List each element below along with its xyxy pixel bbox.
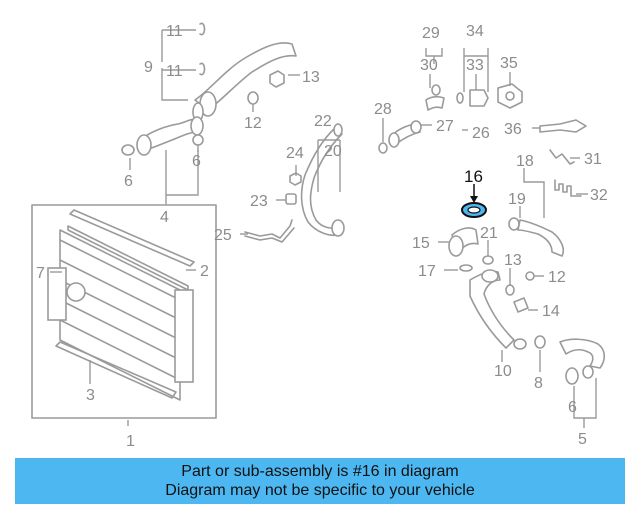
label-7: 7 (36, 265, 45, 282)
label-12a: 12 (244, 115, 262, 132)
label-6c: 6 (568, 399, 577, 416)
label-11b: 11 (166, 63, 183, 80)
label-35: 35 (500, 55, 518, 72)
label-22: 22 (314, 113, 332, 130)
label-18: 18 (516, 153, 534, 170)
label-9: 9 (144, 59, 153, 76)
label-20: 20 (324, 143, 342, 160)
label-34: 34 (466, 23, 484, 40)
center-hose-assembly (244, 123, 345, 243)
label-8: 8 (534, 375, 543, 392)
label-36: 36 (504, 121, 522, 138)
info-banner: Part or sub-assembly is #16 in diagram D… (15, 458, 625, 504)
label-4: 4 (160, 209, 169, 226)
label-6a: 6 (124, 173, 133, 190)
label-1: 1 (126, 433, 135, 450)
lower-right-components (448, 202, 606, 385)
label-29: 29 (422, 25, 440, 42)
label-11a: 11 (166, 23, 183, 40)
label-33: 33 (466, 57, 484, 74)
callout-labels: 1 2 3 4 5 6 6 6 7 8 9 10 11 11 12 12 13 … (36, 23, 608, 450)
leader-lines (50, 29, 597, 428)
label-30: 30 (420, 57, 438, 74)
banner-line-disclaimer: Diagram may not be specific to your vehi… (165, 482, 475, 499)
upper-right-components (378, 83, 587, 197)
upper-charge-pipe (121, 22, 297, 156)
label-24: 24 (286, 145, 304, 162)
label-16-highlighted: 16 (464, 167, 483, 186)
label-14: 14 (542, 303, 560, 320)
label-15: 15 (412, 235, 430, 252)
label-5: 5 (578, 431, 587, 448)
label-3: 3 (86, 387, 95, 404)
label-12b: 12 (548, 269, 566, 286)
label-19: 19 (508, 191, 526, 208)
label-6b: 6 (192, 153, 201, 170)
label-23: 23 (250, 193, 268, 210)
label-2: 2 (200, 263, 209, 280)
label-25: 25 (214, 227, 232, 244)
banner-line-part: Part or sub-assembly is #16 in diagram (181, 463, 459, 480)
label-28: 28 (374, 101, 392, 118)
label-17: 17 (418, 263, 436, 280)
label-13b: 13 (504, 252, 522, 269)
label-10: 10 (494, 363, 512, 380)
label-26: 26 (472, 125, 490, 142)
label-32: 32 (590, 187, 608, 204)
label-31: 31 (584, 151, 602, 168)
label-21: 21 (480, 225, 498, 242)
intercooler-assembly (31, 204, 217, 419)
label-27: 27 (436, 118, 454, 135)
label-13a: 13 (302, 69, 320, 86)
